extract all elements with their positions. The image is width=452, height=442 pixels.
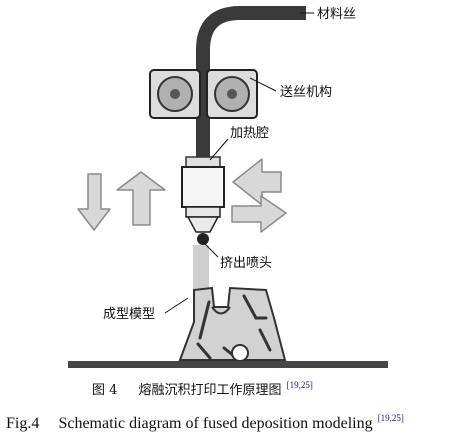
extruded-strand (193, 245, 209, 293)
caption-en-text: Schematic diagram of fused deposition mo… (58, 415, 372, 432)
feed-mechanism (149, 69, 258, 119)
leader-lines (164, 12, 314, 314)
caption-en-cite: [19,25] (378, 413, 404, 423)
label-filament: 材料丝 (317, 7, 356, 22)
arrow-up-icon (116, 171, 166, 226)
heating-chamber (181, 156, 225, 233)
arrow-right-icon (231, 195, 287, 233)
filament-tube (196, 6, 306, 160)
caption-cn-cite: [19,25] (287, 380, 313, 390)
motion-arrows-right (231, 158, 287, 233)
label-nozzle: 挤出喷头 (220, 256, 272, 271)
nozzle-tip (197, 233, 209, 245)
model-hole (231, 344, 249, 362)
label-heating-chamber: 加热腔 (230, 126, 269, 141)
arrow-left-icon (232, 158, 282, 206)
caption-en: Fig.4 Schematic diagram of fused deposit… (6, 413, 404, 432)
caption-cn-prefix: 图 4 (92, 383, 117, 398)
label-feed-mechanism: 送丝机构 (280, 85, 332, 100)
build-platform (68, 361, 388, 368)
roller-left-hub (170, 89, 180, 99)
caption-cn-text: 熔融沉积打印工作原理图 (139, 383, 282, 398)
caption-cn: 图 4 熔融沉积打印工作原理图 [19,25] (92, 379, 313, 398)
label-formed-model: 成型模型 (103, 307, 155, 322)
formed-model (178, 286, 287, 362)
arrow-down-icon (77, 173, 111, 231)
motion-arrows-left (77, 171, 166, 231)
roller-right-hub (227, 89, 237, 99)
caption-en-prefix: Fig.4 (6, 415, 39, 432)
